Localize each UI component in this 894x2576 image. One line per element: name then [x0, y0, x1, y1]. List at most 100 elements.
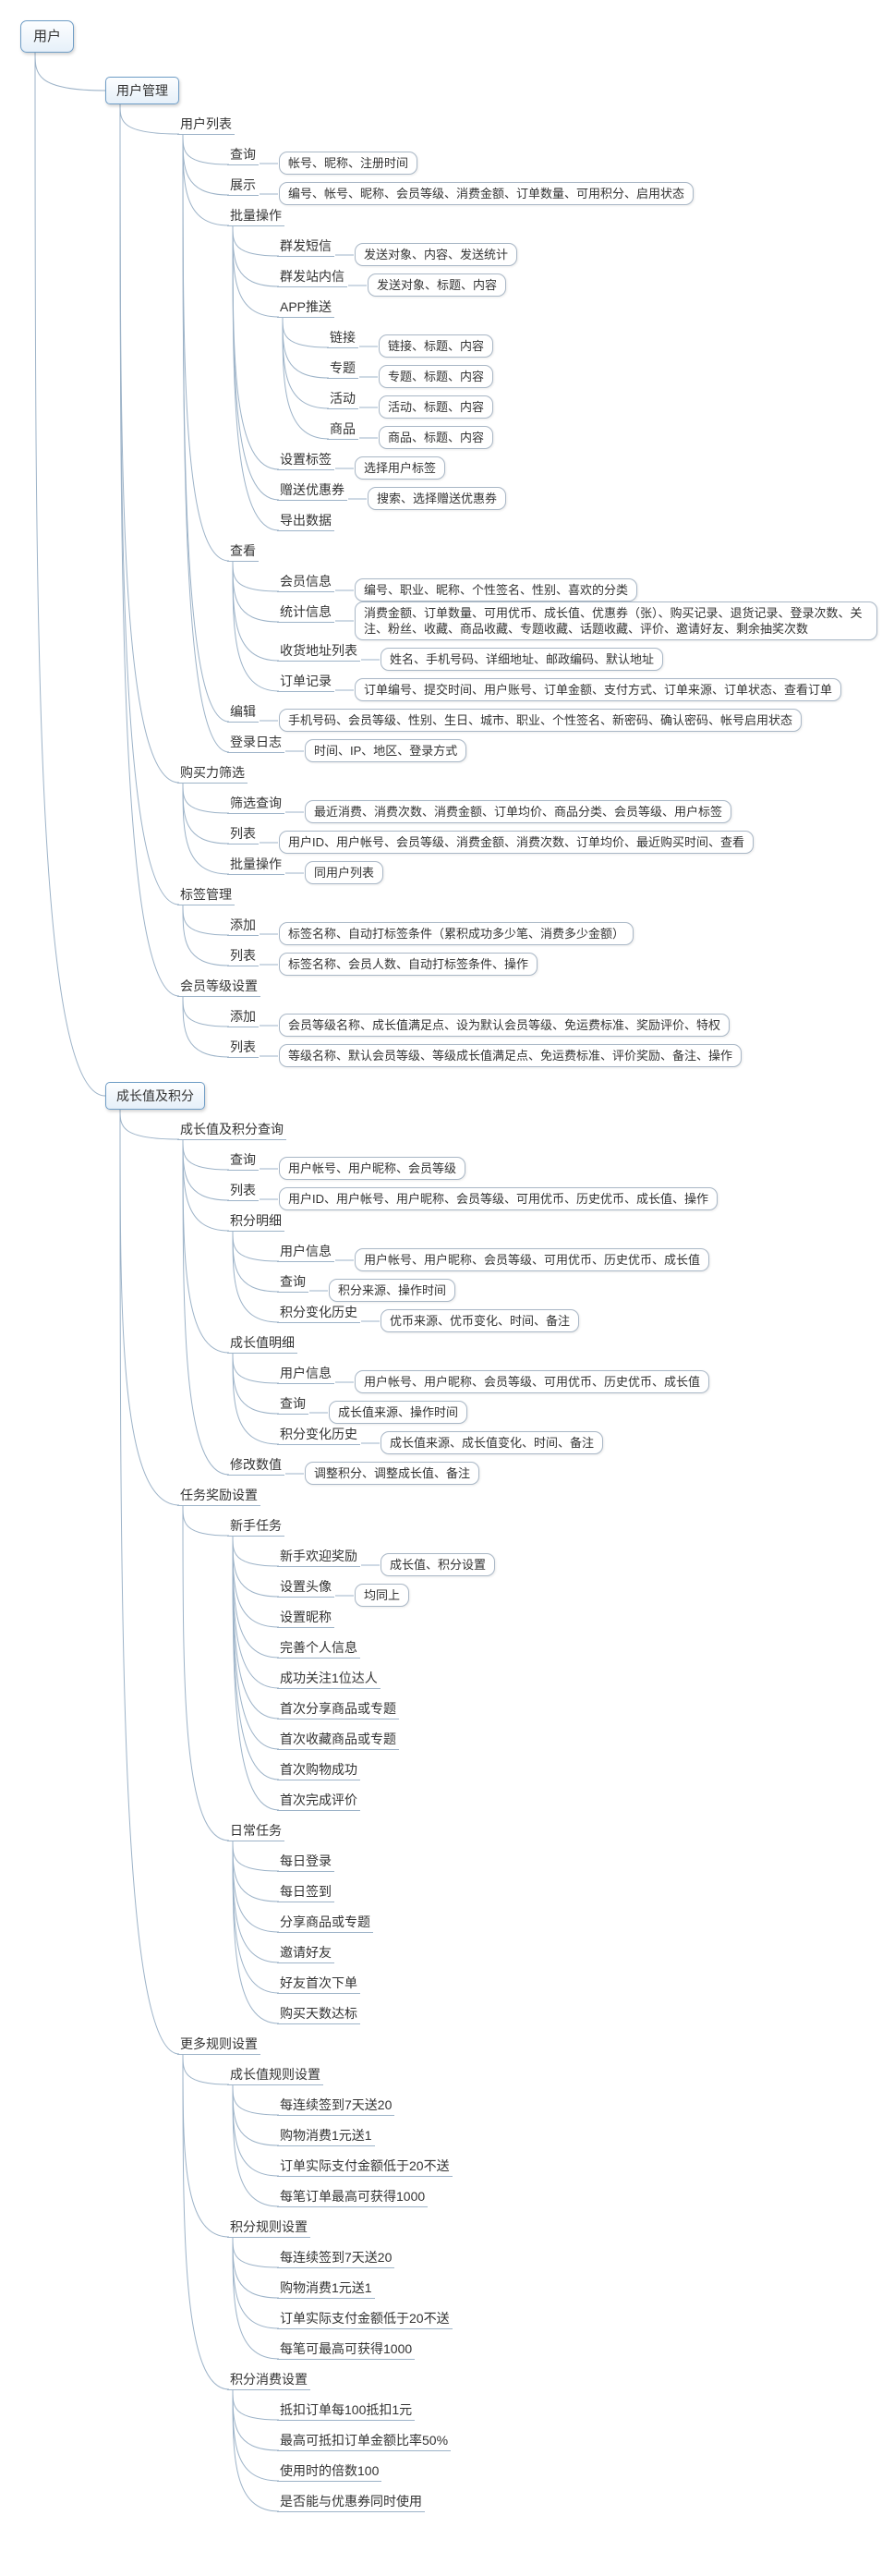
mindmap-branch-node[interactable]: 每连续签到7天送20: [277, 2249, 395, 2268]
mindmap-branch-node[interactable]: 专题: [327, 359, 358, 379]
mindmap-branch-node[interactable]: 首次购物成功: [277, 1761, 360, 1780]
mindmap-detail-node[interactable]: 链接、标题、内容: [379, 334, 494, 358]
mindmap-branch-node[interactable]: 每日登录: [277, 1853, 334, 1872]
mindmap-detail-node[interactable]: 会员等级名称、成长值满足点、设为默认会员等级、免运费标准、奖励评价、特权: [279, 1014, 731, 1037]
mindmap-detail-node[interactable]: 手机号码、会员等级、性别、生日、城市、职业、个性签名、新密码、确认密码、帐号启用…: [279, 709, 803, 732]
mindmap-detail-node[interactable]: 优币来源、优币变化、时间、备注: [381, 1309, 580, 1332]
mindmap-branch-node[interactable]: 群发站内信: [277, 268, 347, 287]
mindmap-root-node[interactable]: 用户: [20, 20, 75, 53]
mindmap-detail-node[interactable]: 时间、IP、地区、登录方式: [305, 739, 467, 762]
mindmap-branch-node[interactable]: 购物消费1元送1: [277, 2127, 375, 2146]
mindmap-branch-node[interactable]: 添加: [227, 1008, 259, 1027]
mindmap-branch-node[interactable]: 积分规则设置: [227, 2218, 310, 2238]
mindmap-branch-node[interactable]: 最高可抵扣订单金额比率50%: [277, 2432, 452, 2451]
mindmap-branch-node[interactable]: 收货地址列表: [277, 642, 360, 662]
mindmap-detail-node[interactable]: 搜索、选择赠送优惠券: [368, 487, 507, 510]
mindmap-branch-node[interactable]: 每日签到: [277, 1883, 334, 1902]
mindmap-detail-node[interactable]: 消费金额、订单数量、可用优币、成长值、优惠券（张）、购买记录、退货记录、登录次数…: [355, 601, 877, 640]
mindmap-branch-node[interactable]: 批量操作: [227, 207, 284, 226]
mindmap-detail-node[interactable]: 活动、标题、内容: [379, 395, 494, 419]
mindmap-branch-node[interactable]: 导出数据: [277, 512, 334, 531]
mindmap-detail-node[interactable]: 成长值来源、成长值变化、时间、备注: [381, 1431, 604, 1454]
mindmap-branch-node[interactable]: 统计信息: [277, 603, 334, 623]
mindmap-detail-node[interactable]: 等级名称、默认会员等级、等级成长值满足点、免运费标准、评价奖励、备注、操作: [279, 1044, 743, 1067]
mindmap-branch-node[interactable]: 成功关注1位达人: [277, 1670, 381, 1689]
mindmap-detail-node[interactable]: 成长值、积分设置: [381, 1553, 496, 1576]
mindmap-branch-node[interactable]: 用户列表: [177, 115, 235, 135]
mindmap-detail-node[interactable]: 专题、标题、内容: [379, 365, 494, 388]
mindmap-branch-node[interactable]: 成长值规则设置: [227, 2066, 323, 2085]
mindmap-branch-node[interactable]: 用户信息: [277, 1243, 334, 1262]
mindmap-branch-node[interactable]: 登录日志: [227, 734, 284, 753]
mindmap-branch-node[interactable]: 订单实际支付金额低于20不送: [277, 2157, 453, 2177]
mindmap-branch-node[interactable]: 积分变化历史: [277, 1426, 360, 1445]
mindmap-detail-node[interactable]: 发送对象、内容、发送统计: [355, 243, 518, 266]
mindmap-branch-node[interactable]: 链接: [327, 329, 358, 348]
mindmap-branch-node[interactable]: 设置昵称: [277, 1609, 334, 1628]
mindmap-detail-node[interactable]: 用户帐号、用户昵称、会员等级、可用优币、历史优币、成长值: [355, 1370, 710, 1393]
mindmap-branch-node[interactable]: 查询: [227, 146, 259, 165]
mindmap-branch-node[interactable]: 会员信息: [277, 573, 334, 592]
mindmap-branch-node[interactable]: 标签管理: [177, 886, 235, 905]
mindmap-branch-node[interactable]: 抵扣订单每100抵扣1元: [277, 2401, 416, 2421]
mindmap-branch-node[interactable]: 任务奖励设置: [177, 1487, 260, 1506]
mindmap-branch-node[interactable]: 积分变化历史: [277, 1304, 360, 1323]
mindmap-detail-node[interactable]: 发送对象、标题、内容: [368, 273, 507, 297]
mindmap-detail-node[interactable]: 编号、帐号、昵称、会员等级、消费金额、订单数量、可用积分、启用状态: [279, 182, 695, 205]
mindmap-branch-node[interactable]: 邀请好友: [277, 1944, 334, 1963]
mindmap-branch-node[interactable]: 群发短信: [277, 237, 334, 257]
mindmap-branch-node[interactable]: 新手任务: [227, 1517, 284, 1537]
mindmap-branch-node[interactable]: 每笔可最高可获得1000: [277, 2340, 416, 2360]
mindmap-branch-node[interactable]: 日常任务: [227, 1822, 284, 1841]
mindmap-branch-node[interactable]: 查看: [227, 542, 259, 562]
mindmap-branch-node[interactable]: 积分明细: [227, 1212, 284, 1232]
mindmap-branch-node[interactable]: 添加: [227, 917, 259, 936]
mindmap-detail-node[interactable]: 姓名、手机号码、详细地址、邮政编码、默认地址: [381, 648, 664, 671]
mindmap-branch-node[interactable]: 每笔订单最高可获得1000: [277, 2188, 429, 2207]
mindmap-branch-node[interactable]: 是否能与优惠券同时使用: [277, 2493, 425, 2512]
mindmap-branch-node[interactable]: 会员等级设置: [177, 978, 260, 997]
mindmap-branch-node[interactable]: 首次分享商品或专题: [277, 1700, 399, 1719]
mindmap-branch-node[interactable]: 列表: [227, 825, 259, 844]
mindmap-detail-node[interactable]: 调整积分、调整成长值、备注: [305, 1462, 480, 1485]
mindmap-detail-node[interactable]: 成长值来源、操作时间: [329, 1401, 468, 1424]
mindmap-detail-node[interactable]: 同用户列表: [305, 861, 384, 884]
mindmap-branch-node[interactable]: 每连续签到7天送20: [277, 2096, 395, 2116]
mindmap-branch-node[interactable]: 订单实际支付金额低于20不送: [277, 2310, 453, 2329]
mindmap-branch-node[interactable]: 新手欢迎奖励: [277, 1548, 360, 1567]
mindmap-detail-node[interactable]: 积分来源、操作时间: [329, 1279, 456, 1302]
mindmap-branch-node[interactable]: 成长值明细: [227, 1334, 297, 1354]
mindmap-branch-node[interactable]: 列表: [227, 947, 259, 966]
mindmap-branch-node[interactable]: 查询: [277, 1273, 308, 1293]
mindmap-detail-node[interactable]: 用户帐号、用户昵称、会员等级: [279, 1157, 466, 1180]
mindmap-branch-node[interactable]: 列表: [227, 1182, 259, 1201]
mindmap-branch-node[interactable]: 首次收藏商品或专题: [277, 1731, 399, 1750]
mindmap-detail-node[interactable]: 选择用户标签: [355, 456, 446, 480]
mindmap-detail-node[interactable]: 均同上: [355, 1584, 410, 1607]
mindmap-branch-node[interactable]: 编辑: [227, 703, 259, 723]
mindmap-detail-node[interactable]: 用户ID、用户帐号、用户昵称、会员等级、可用优币、历史优币、成长值、操作: [279, 1187, 719, 1210]
mindmap-detail-node[interactable]: 帐号、昵称、注册时间: [279, 152, 418, 175]
mindmap-detail-node[interactable]: 用户ID、用户帐号、会员等级、消费金额、消费次数、订单均价、最近购买时间、查看: [279, 831, 755, 854]
mindmap-branch-node[interactable]: 首次完成评价: [277, 1792, 360, 1811]
mindmap-branch-node[interactable]: 列表: [227, 1039, 259, 1058]
mindmap-branch-node[interactable]: 订单记录: [277, 673, 334, 692]
mindmap-detail-node[interactable]: 用户帐号、用户昵称、会员等级、可用优币、历史优币、成长值: [355, 1248, 710, 1271]
mindmap-branch-node[interactable]: 筛选查询: [227, 795, 284, 814]
mindmap-branch-node[interactable]: 设置头像: [277, 1578, 334, 1598]
mindmap-branch-node[interactable]: 购物消费1元送1: [277, 2279, 375, 2299]
mindmap-branch-node[interactable]: 购买力筛选: [177, 764, 248, 784]
mindmap-main-node[interactable]: 用户管理: [105, 77, 179, 104]
mindmap-detail-node[interactable]: 商品、标题、内容: [379, 426, 494, 449]
mindmap-branch-node[interactable]: 活动: [327, 390, 358, 409]
mindmap-branch-node[interactable]: 商品: [327, 420, 358, 440]
mindmap-branch-node[interactable]: 查询: [227, 1151, 259, 1171]
mindmap-branch-node[interactable]: APP推送: [277, 298, 335, 318]
mindmap-main-node[interactable]: 成长值及积分: [105, 1082, 205, 1110]
mindmap-branch-node[interactable]: 成长值及积分查询: [177, 1121, 286, 1140]
mindmap-branch-node[interactable]: 更多规则设置: [177, 2035, 260, 2055]
mindmap-branch-node[interactable]: 分享商品或专题: [277, 1914, 373, 1933]
mindmap-branch-node[interactable]: 积分消费设置: [227, 2371, 310, 2390]
mindmap-branch-node[interactable]: 批量操作: [227, 856, 284, 875]
